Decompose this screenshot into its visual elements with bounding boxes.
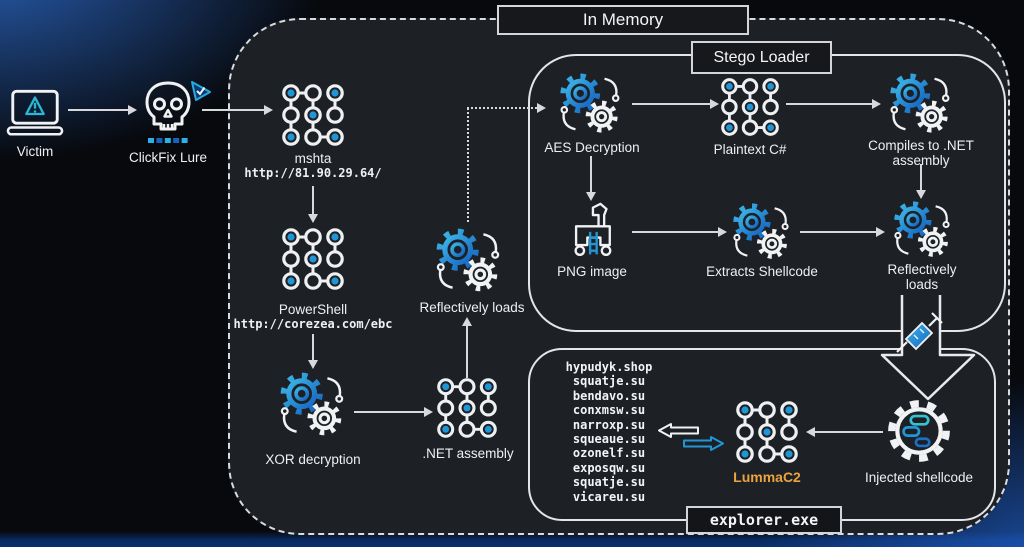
reflective2-gears-icon <box>886 200 958 260</box>
arrowhead <box>916 190 926 199</box>
arrowhead <box>872 99 881 109</box>
connector-dotted-vertical <box>467 108 469 222</box>
arrowhead <box>876 227 885 237</box>
powershell-url: http://corezea.com/ebc <box>233 317 393 331</box>
injected-label: Injected shellcode <box>864 470 974 485</box>
victim-label: Victim <box>16 144 54 159</box>
in-memory-title-box: In Memory <box>497 5 749 35</box>
skull-icon <box>138 80 214 146</box>
c2-domain: ozonelf.su <box>572 446 646 461</box>
connector-mshta-powershell <box>312 186 314 214</box>
lumma-label: LummaC2 <box>733 469 801 485</box>
explorer-title-box: explorer.exe <box>686 506 842 534</box>
extracts-label: Extracts Shellcode <box>706 264 818 279</box>
exchange-arrows-icon <box>656 422 726 452</box>
arrowhead <box>308 360 318 369</box>
connector-xor-dotnet <box>354 411 424 413</box>
laptop-icon <box>6 88 64 140</box>
mshta-url: http://81.90.29.64/ <box>244 166 382 180</box>
aes-label: AES Decryption <box>544 140 640 155</box>
stego-loader-title-box: Stego Loader <box>691 41 832 74</box>
compiles-gears-icon <box>883 72 957 136</box>
powershell-label: PowerShell <box>278 302 348 317</box>
connector-aes-plaintext <box>632 103 710 105</box>
c2-domain: exposqw.su <box>572 460 646 475</box>
connector-victim-clickfix <box>68 109 128 111</box>
arrowhead <box>586 192 596 201</box>
c2-domain: squatje.su <box>572 374 646 389</box>
c2-domain: hypudyk.shop <box>565 360 653 374</box>
connector-injected-lumma <box>815 431 883 433</box>
reflective2-label: Reflectively loads <box>887 262 957 293</box>
plaintext-node-grid-icon <box>721 78 779 136</box>
arrowhead <box>710 99 719 109</box>
png-image-label: PNG image <box>557 264 627 279</box>
arrowhead <box>462 317 472 326</box>
connector-dotnet-reflective <box>466 326 468 378</box>
syringe-arrow-icon <box>880 295 976 401</box>
arrowhead <box>424 407 433 417</box>
c2-domain: narroxp.su <box>572 417 646 432</box>
xor-gears-icon <box>274 370 350 440</box>
arrowhead <box>264 105 273 115</box>
c2-domain: vicareu.su <box>572 489 646 504</box>
mshta-node-grid-icon <box>282 84 344 146</box>
connector-extracts-reflective2 <box>800 231 876 233</box>
reflective-load-label: Reflectively loads <box>419 300 525 315</box>
aes-gears-icon <box>553 72 627 136</box>
c2-domain: bendavo.su <box>572 388 646 403</box>
c2-domain: conxmsw.su <box>572 403 646 418</box>
explorer-title: explorer.exe <box>709 511 819 529</box>
connector-powershell-xor <box>312 334 314 360</box>
dotnet-node-grid-icon <box>437 378 497 438</box>
c2-domain: squatje.su <box>572 475 646 490</box>
plaintext-label: Plaintext C# <box>713 142 787 157</box>
reflective-load-gears-icon <box>430 226 506 296</box>
dotnet-label: .NET assembly <box>422 446 514 461</box>
compiles-label: Compiles to .NET assembly <box>868 138 974 169</box>
clickfix-label: ClickFix Lure <box>128 150 208 165</box>
extracts-gears-icon <box>724 202 798 262</box>
connector-compiles-reflective2 <box>920 164 922 190</box>
arrowhead <box>537 103 546 113</box>
connector-png-extracts <box>632 231 718 233</box>
xor-label: XOR decryption <box>265 452 361 467</box>
in-memory-title: In Memory <box>582 10 664 29</box>
lumma-node-grid-icon <box>736 400 798 464</box>
stego-loader-title: Stego Loader <box>713 48 810 66</box>
connector-dotted-horizontal <box>467 107 537 109</box>
mshta-label: mshta <box>294 151 332 166</box>
c2-domain: squeaue.su <box>572 432 646 447</box>
arrowhead <box>806 427 815 437</box>
arrowhead <box>128 105 137 115</box>
connector-aes-png <box>590 156 592 192</box>
shellcode-gear-icon <box>885 397 953 465</box>
arrowhead <box>308 214 318 223</box>
trojan-horse-icon <box>559 202 625 260</box>
powershell-node-grid-icon <box>282 228 344 290</box>
connector-plaintext-compiles <box>786 103 872 105</box>
arrowhead <box>718 227 727 237</box>
connector-clickfix-mshta <box>202 109 264 111</box>
